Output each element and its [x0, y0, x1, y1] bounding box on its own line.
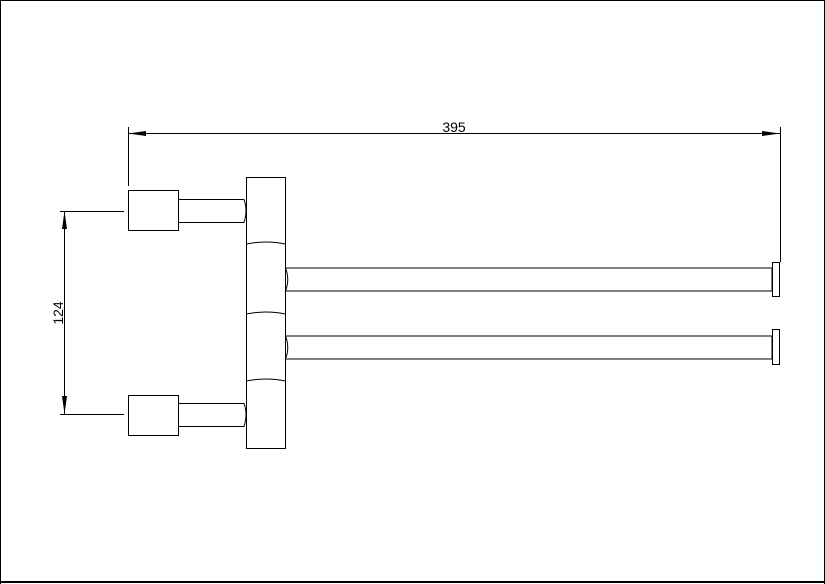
stem-bottom	[178, 403, 247, 427]
width-dimension-label: 395	[442, 119, 466, 135]
width-arrow-left	[128, 131, 146, 136]
width-arrow-right	[762, 131, 780, 136]
towel-rail-drawing	[128, 177, 780, 449]
height-arrow-bottom	[62, 396, 67, 414]
wall-mount-bottom	[128, 395, 179, 436]
hub-segment-line-2	[246, 311, 286, 315]
towel-arm-1	[284, 267, 773, 292]
width-dimension	[128, 127, 781, 262]
towel-arm-1-end-cap	[772, 262, 780, 297]
wall-mount-top	[128, 190, 179, 231]
towel-arm-2	[284, 335, 773, 360]
height-dimension-label: 124	[50, 301, 66, 325]
hub-segment-line-1	[246, 241, 286, 245]
stem-top	[178, 199, 247, 223]
height-dimension	[60, 211, 124, 415]
pivot-hub	[246, 177, 286, 449]
towel-arm-2-end-cap	[772, 329, 780, 365]
height-arrow-top	[62, 211, 67, 229]
hub-segment-line-3	[246, 378, 286, 382]
